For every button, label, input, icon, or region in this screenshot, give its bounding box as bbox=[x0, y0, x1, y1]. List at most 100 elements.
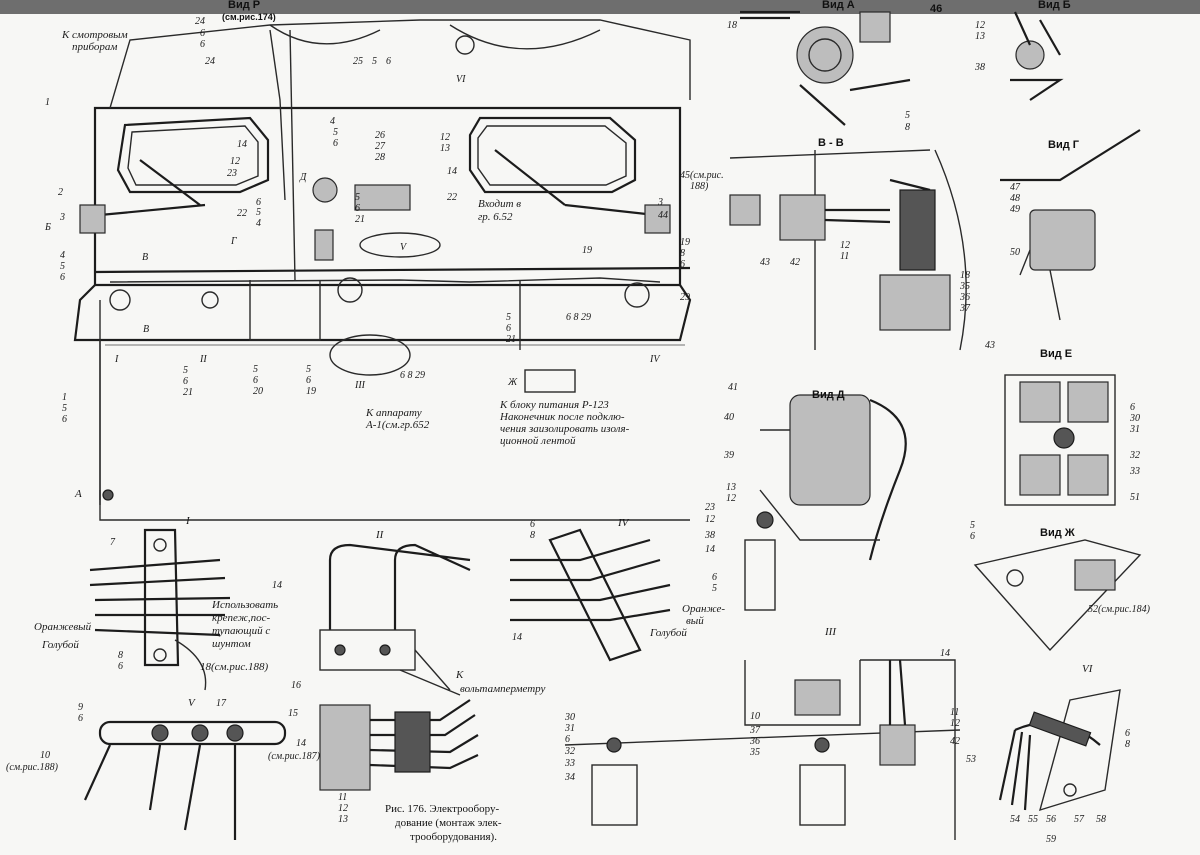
callout-6o: 6 bbox=[1130, 402, 1135, 413]
note-ref-187a: 14 bbox=[296, 738, 306, 749]
callout-37b: 37 bbox=[749, 725, 761, 736]
callout-12e: 12 bbox=[726, 493, 736, 504]
callout-14f: 14 bbox=[940, 648, 950, 659]
callout-5a: 5 bbox=[372, 56, 377, 67]
letter-A: А bbox=[74, 488, 82, 500]
callout-37a: 37 bbox=[959, 303, 971, 314]
detail-III-cable bbox=[888, 659, 907, 726]
vv-wrap bbox=[899, 189, 936, 271]
note-ispolz-4: шунтом bbox=[212, 638, 251, 650]
callout-30b: 30 bbox=[564, 712, 575, 723]
note-oranzh-2b: вый bbox=[686, 615, 704, 627]
callout-58: 58 bbox=[1096, 814, 1106, 825]
callout-51: 51 bbox=[1130, 492, 1140, 503]
label-vid-r: Вид Р bbox=[228, 0, 260, 11]
callout-33b: 33 bbox=[564, 758, 575, 769]
view-d: Вид Д 41 40 39 13 12 23 12 38 14 6 5 bbox=[704, 382, 907, 611]
callout-11c: 11 bbox=[950, 707, 959, 718]
callout-42b: 42 bbox=[950, 736, 960, 747]
callout-6h: 6 bbox=[60, 272, 65, 283]
detail-IV: IV 6 8 14 Голубой Оранже- вый bbox=[510, 517, 725, 662]
detail-V: V 9 6 17 15 10 (см.рис.188) bbox=[6, 697, 298, 840]
connector-body bbox=[319, 704, 371, 791]
callout-14b: 14 bbox=[447, 166, 457, 177]
headlight-left bbox=[79, 204, 106, 234]
callout-1b: 1 bbox=[62, 392, 67, 403]
callout-5e: 5 bbox=[60, 261, 65, 272]
note-ispolz-1: Использовать bbox=[211, 599, 278, 611]
callout-6p: 6 bbox=[970, 531, 975, 542]
callout-14d: 14 bbox=[272, 580, 282, 591]
callout-22b: 22 bbox=[447, 192, 457, 203]
callout-27: 27 bbox=[375, 141, 386, 152]
callout-3a: 3 bbox=[59, 212, 65, 223]
callout-6a: 6 bbox=[200, 28, 205, 39]
detail-VI-bracket bbox=[1038, 689, 1121, 812]
window-right-inner bbox=[477, 125, 627, 186]
connector-wrap bbox=[394, 711, 431, 773]
note-ispolz-2: крепеж,пос- bbox=[212, 612, 271, 624]
roman-IV-main: IV bbox=[649, 354, 661, 365]
roman-II-main: II bbox=[199, 354, 207, 365]
note-6829-a: 6 8 29 bbox=[566, 312, 591, 323]
callout-54: 54 bbox=[1010, 814, 1020, 825]
view-d-motor bbox=[789, 394, 871, 506]
callout-33a: 33 bbox=[1129, 466, 1140, 477]
detail-III-right-wall bbox=[860, 659, 956, 840]
label-vid-d: Вид Д bbox=[812, 389, 845, 401]
callout-13d: 13 bbox=[338, 814, 348, 825]
detail-I-hole-bot bbox=[153, 648, 167, 662]
callout-20: 20 bbox=[253, 386, 263, 397]
callout-53: 53 bbox=[966, 754, 976, 765]
relay-block bbox=[354, 184, 411, 211]
detail-III-bolt-right bbox=[814, 737, 830, 753]
box-under bbox=[249, 280, 321, 341]
roman-III-main: III bbox=[354, 380, 366, 391]
detail-III-clamp-left bbox=[591, 764, 638, 826]
callout-35b: 35 bbox=[749, 747, 760, 758]
callout-32b: 32 bbox=[564, 746, 575, 757]
callout-6k: 6 bbox=[306, 375, 311, 386]
note-ref-188b: 10 bbox=[40, 750, 50, 761]
note-goluboy-1: Голубой bbox=[41, 639, 79, 651]
detail-V-term-2 bbox=[191, 724, 209, 742]
note-ref-184: 52(см.рис.184) bbox=[1088, 604, 1151, 615]
wiper-left bbox=[99, 159, 206, 217]
detail-III-plug bbox=[879, 724, 916, 766]
callout-6u: 6 bbox=[1125, 728, 1130, 739]
roman-V-main: V bbox=[400, 242, 408, 253]
callout-59: 59 bbox=[1046, 834, 1056, 845]
label-vid-r-ref: (см.рис.174) bbox=[222, 12, 276, 22]
detail-VI-leads bbox=[998, 729, 1032, 811]
view-d-mount bbox=[759, 429, 880, 541]
note-k-apparatu-2: А-1(см.гр.652 bbox=[365, 419, 430, 431]
callout-24b: 24 bbox=[205, 56, 215, 67]
view-a-connector bbox=[796, 26, 854, 84]
note-k-volt-2: вольтамперметру bbox=[460, 683, 546, 695]
detail-II: II 16 К вольтамперметру bbox=[291, 529, 546, 696]
wiper-right bbox=[494, 149, 656, 217]
connector-detail: 14 (см.рис.187) 11 12 13 bbox=[268, 699, 479, 825]
note-k-smotr-1: К смотровым bbox=[61, 29, 128, 41]
note-6829-b: 6 8 29 bbox=[400, 370, 425, 381]
terminal-a-knob bbox=[102, 489, 114, 501]
clamp-II bbox=[201, 291, 219, 309]
callout-11b: 11 bbox=[338, 792, 347, 803]
callout-23b: 23 bbox=[705, 502, 715, 513]
wire-vertical-b bbox=[269, 29, 286, 201]
label-vid-a: Вид А bbox=[822, 0, 855, 11]
callout-14a: 14 bbox=[237, 139, 247, 150]
callout-31b: 31 bbox=[564, 723, 575, 734]
note-vkhodit-1: Входит в bbox=[478, 198, 521, 210]
callout-25: 25 bbox=[353, 56, 363, 67]
callout-18b: 18 bbox=[960, 270, 970, 281]
view-g: Вид Г 47 48 49 50 bbox=[1000, 129, 1141, 321]
note-ref-45b: 188) bbox=[690, 181, 709, 192]
detail-II-tube-tops bbox=[328, 543, 471, 572]
roman-I-detail: I bbox=[185, 515, 191, 527]
callout-12f: 12 bbox=[705, 514, 715, 525]
section-vv: В - В 45(см.рис. 188) 43 42 12 11 18 35 … bbox=[680, 137, 995, 351]
callout-13a: 13 bbox=[440, 143, 450, 154]
